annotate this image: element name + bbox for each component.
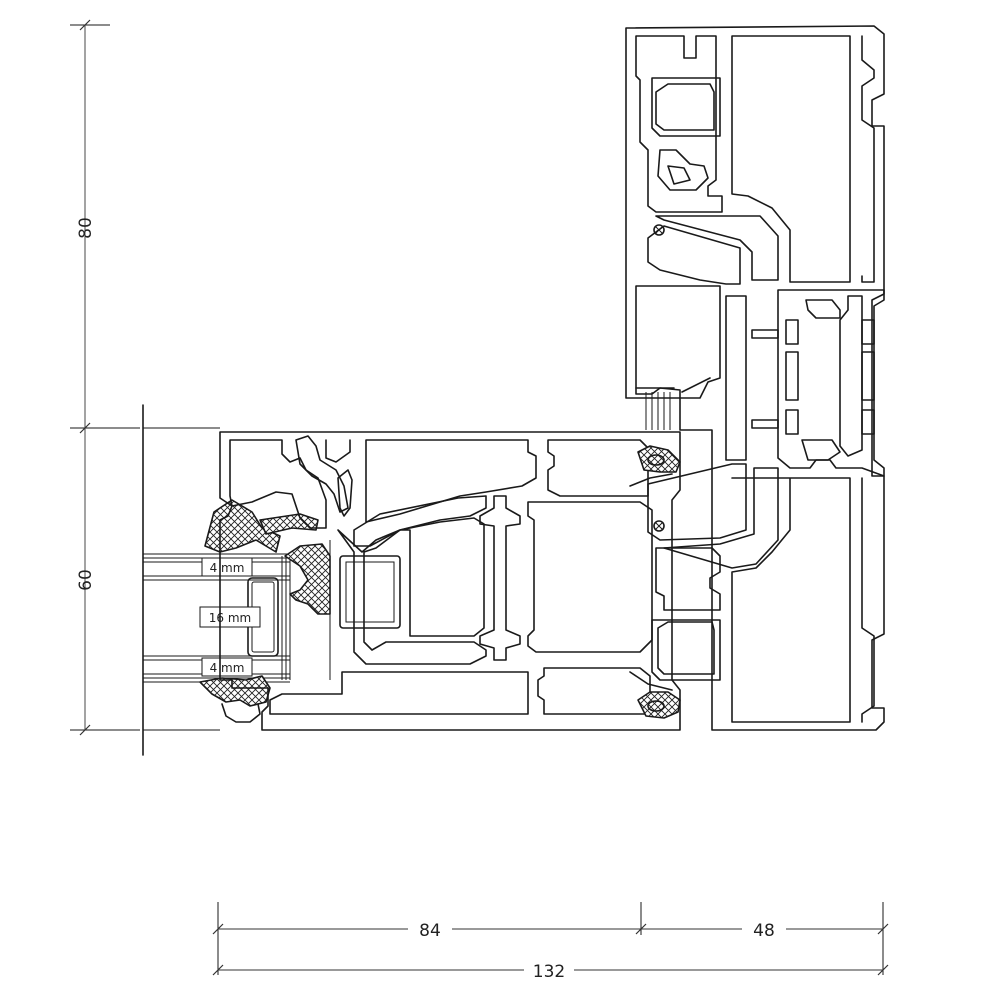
frame-long-channel [725, 295, 747, 461]
frame-insulation-slot-2 [785, 351, 799, 401]
frame-chamber-lower-small [655, 547, 721, 611]
frame-outline [625, 25, 885, 731]
dimension-label-48: 48 [753, 921, 775, 941]
dimension-label-60: 60 [76, 569, 96, 591]
bottom-gasket [199, 675, 271, 707]
sash-profile [219, 431, 681, 731]
inner-pane-label-box [201, 657, 253, 677]
dimension-label-80: 80 [76, 217, 96, 239]
frame-snap-upper [657, 149, 709, 191]
frame-diagonal-rib [647, 225, 741, 285]
sash-chamber-right [527, 501, 653, 653]
sash-chamber-lower-right [537, 667, 651, 715]
frame-middle-zone [777, 289, 885, 477]
sash-chamber-top-left [229, 439, 327, 529]
outer-top-gasket [204, 499, 281, 553]
sash-chamber-middle [337, 517, 487, 665]
sash-seals [629, 445, 681, 719]
cavity-label-box [199, 606, 261, 628]
inner-glazing-bead-gasket [284, 543, 331, 615]
sash-hook-clip [295, 435, 349, 513]
bottom-gasket-foot [221, 703, 261, 723]
vertical-dimension-line [70, 19, 140, 736]
inner-pane-label: 4 mm [210, 661, 245, 675]
frame-profile [625, 25, 885, 731]
outer-top-gasket-lip [259, 513, 319, 535]
frame-chamber-bottom-large [731, 477, 851, 723]
frame-thermal-break [645, 392, 671, 430]
frame-insulation-slot-1 [785, 319, 799, 345]
outer-pane-label-box [201, 557, 253, 577]
frame-chamber-upper-inner [651, 77, 721, 137]
outer-pane-label: 4 mm [210, 561, 245, 575]
sash-top-seal [637, 445, 681, 473]
frame-chamber-top-left [635, 35, 723, 213]
sash-bottom-seal [637, 691, 681, 719]
sash-core-chamber [339, 555, 401, 629]
sash-central-web [479, 495, 521, 661]
sash-outline [219, 431, 681, 731]
glazing-gaskets [199, 499, 331, 723]
sash-chamber-upper [365, 439, 537, 523]
dimension-label-132: 132 [533, 962, 565, 982]
frame-chamber-top-large [731, 35, 851, 283]
frame-chamber-lower-inner [651, 619, 721, 681]
sash-chamber-lower-left [269, 671, 529, 715]
frame-insulation-slot-3 [785, 409, 799, 435]
sash-snap [337, 469, 353, 517]
dimension-label-84: 84 [419, 921, 441, 941]
cavity-label: 16 mm [209, 611, 251, 625]
sash-chamber-upper-right [547, 439, 649, 497]
frame-lower-diagonal [647, 463, 747, 541]
